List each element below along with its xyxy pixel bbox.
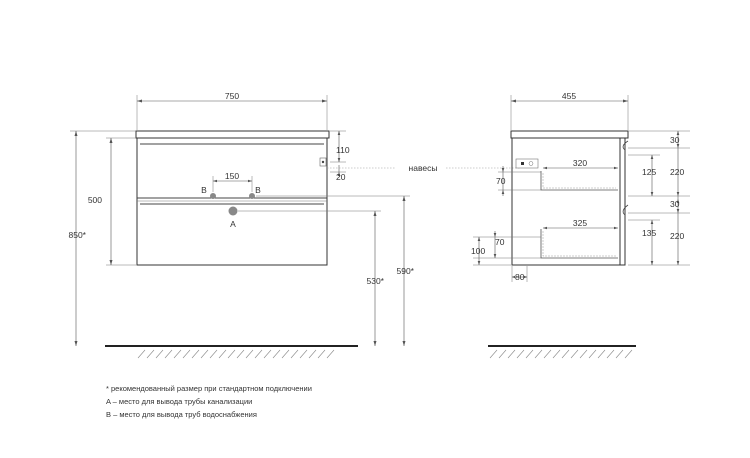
hinges-label: навесы [409,163,438,173]
floor-hatch-line [552,349,561,359]
floor-hatch-line [254,349,263,359]
dim-depth: 455 [562,91,576,101]
floor-hatch-line [236,349,245,359]
label-b-right: B [255,185,261,195]
notes: * рекомендованный размер при стандартном… [106,384,312,419]
floor-hatch-line [218,349,227,359]
dim-30-mid: 30 [670,199,680,209]
floor-hatch-line [281,349,290,359]
floor-hatch-line [209,349,218,359]
dim-hole-spacing: 150 [225,171,239,181]
side-floor-hatch [489,349,633,359]
side-view: 455 320 325 70 70 100 [471,91,690,359]
front-floor-hatch [137,349,335,359]
dim-total-height: 850* [69,230,87,240]
floor-hatch-line [272,349,281,359]
dim-width: 750 [225,91,239,101]
pipe-b-left-point [210,193,216,199]
note-line-2: A – место для вывода трубы канализации [106,397,252,406]
floor-hatch-line [299,349,308,359]
dim-70-bottom: 70 [495,237,505,247]
note-line-3: B – место для вывода труб водоснабжения [106,410,257,419]
floor-hatch-line [308,349,317,359]
floor-hatch-line [245,349,254,359]
floor-hatch-line [191,349,200,359]
floor-hatch-line [173,349,182,359]
dim-220-top: 220 [670,167,684,177]
floor-hatch-line [164,349,173,359]
side-hinge-marker [515,158,539,169]
pipe-b-right-point [249,193,255,199]
floor-hatch-line [317,349,326,359]
dim-top-panel: 110 [336,145,350,155]
floor-hatch-line [606,349,615,359]
floor-hatch-line [146,349,155,359]
floor-hatch-line [263,349,272,359]
floor-hatch-line [525,349,534,359]
front-cabinet-body [136,137,328,266]
side-countertop [510,130,629,139]
label-a: A [230,219,236,229]
dim-pipe-a-height: 530* [367,276,385,286]
label-b-left: B [201,185,207,195]
front-view: B B A 750 150 500 850* [69,91,520,359]
dim-hinge-offset: 20 [336,172,346,182]
dim-220-bottom: 220 [670,231,684,241]
floor-hatch-line [588,349,597,359]
pipe-a-point [228,206,238,216]
floor-hatch-line [489,349,498,359]
dim-135: 135 [642,228,656,238]
floor-hatch-line [200,349,209,359]
dim-height: 500 [88,195,102,205]
front-countertop [135,130,330,139]
floor-hatch-line [534,349,543,359]
floor-hatch-line [579,349,588,359]
floor-hatch-line [615,349,624,359]
floor-hatch-line [326,349,335,359]
note-line-1: * рекомендованный размер при стандартном… [106,384,312,393]
side-cabinet-body [511,137,626,266]
floor-hatch-line [137,349,146,359]
dim-125: 125 [642,167,656,177]
floor-hatch-line [182,349,191,359]
dim-pipe-b-height: 590* [397,266,415,276]
side-drawer-bottom [540,229,618,259]
floor-hatch-line [624,349,633,359]
floor-hatch-line [597,349,606,359]
floor-hatch-line [498,349,507,359]
floor-hatch-line [290,349,299,359]
dim-offset-80: 80 [515,272,525,282]
floor-hatch-line [516,349,525,359]
dim-70-top: 70 [496,176,506,186]
side-drawer-top [540,171,618,191]
dim-drawer2-depth: 325 [573,218,587,228]
floor-hatch-line [543,349,552,359]
floor-hatch-line [507,349,516,359]
floor-hatch-line [570,349,579,359]
floor-hatch-line [561,349,570,359]
floor-hatch-line [155,349,164,359]
dim-100: 100 [471,246,485,256]
floor-hatch-line [227,349,236,359]
dim-30-top: 30 [670,135,680,145]
dim-drawer1-depth: 320 [573,158,587,168]
